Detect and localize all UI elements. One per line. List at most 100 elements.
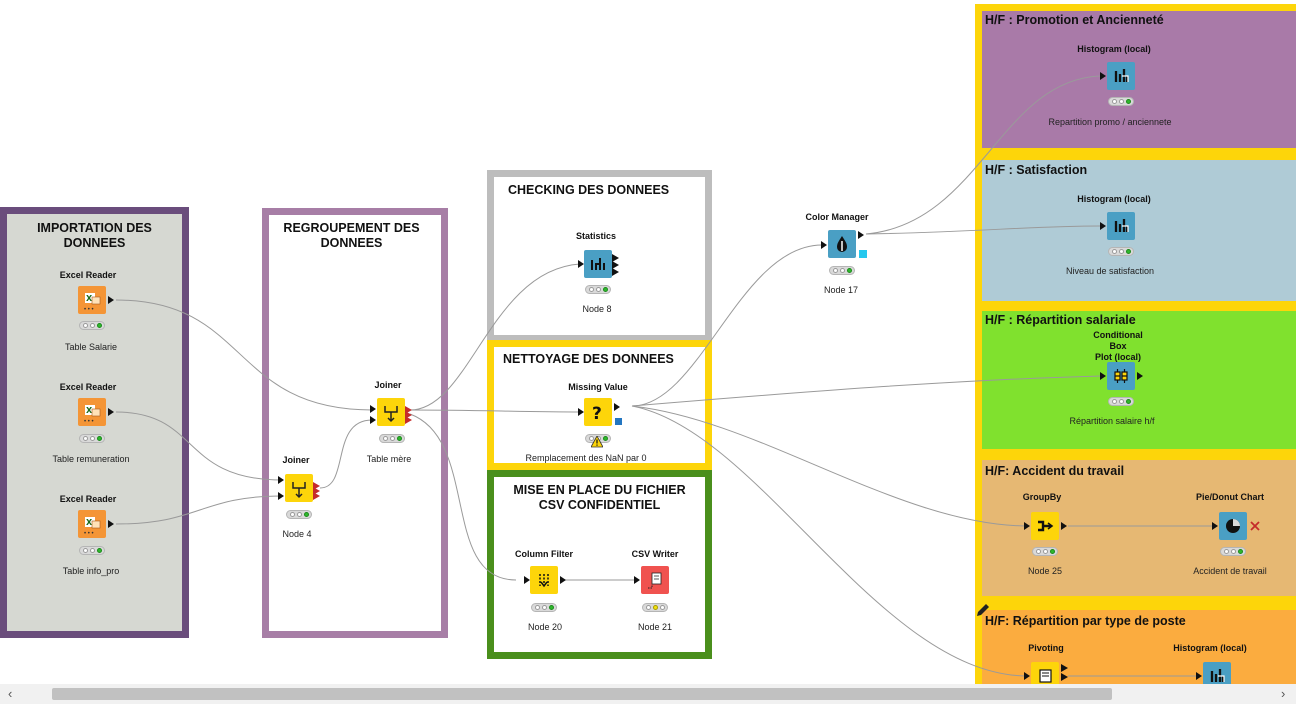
in-port[interactable] [634,576,640,584]
histogram-icon[interactable] [1107,62,1135,90]
node-type-label: Pie/Donut Chart [1195,492,1265,502]
in-port[interactable] [821,241,827,249]
annotation-title: H/F: Accident du travail [985,464,1125,478]
node-type-label: Excel Reader [59,270,117,280]
csv-writer-icon[interactable] [641,566,669,594]
out-port[interactable] [108,296,114,304]
out-port[interactable] [108,520,114,528]
status-indicator [531,603,557,612]
scrollbar-thumb[interactable] [52,688,1112,700]
inactive-out-port-icon[interactable] [1249,520,1261,532]
annotation-title: MISE EN PLACE DU FICHIER CSV CONFIDENTIE… [513,483,686,512]
box-plot-icon[interactable] [1107,362,1135,390]
color-manager-icon[interactable] [828,230,856,258]
out-port[interactable] [560,576,566,584]
pivoting-icon[interactable] [1031,662,1059,684]
node-label: Repartition promo / anciennete [1048,117,1172,127]
multi-out-ports-icon[interactable] [612,250,622,278]
status-indicator [379,434,405,443]
svg-text:• • •: • • • [84,307,94,313]
status-indicator [642,603,668,612]
histogram-icon[interactable] [1203,662,1231,684]
annotation-salariale[interactable]: H/F : Répartition salariale [975,304,1296,456]
joiner-icon[interactable] [285,474,313,502]
in-port[interactable] [578,260,584,268]
statistics-icon[interactable] [584,250,612,278]
status-indicator [585,285,611,294]
out-port[interactable] [614,403,620,411]
in-port[interactable] [1212,522,1218,530]
in-port[interactable] [1024,672,1030,680]
node-type-label: Histogram (local) [1173,643,1247,653]
scroll-left-arrow-icon[interactable]: ‹ [8,686,13,701]
in-port[interactable] [524,576,530,584]
annotation-importation[interactable]: IMPORTATION DES DONNEES [0,207,189,638]
status-indicator [79,546,105,555]
status-indicator [1032,547,1058,556]
in-port[interactable] [1024,522,1030,530]
horizontal-scrollbar[interactable]: ‹ › [0,684,1296,704]
out-port[interactable] [1137,372,1143,380]
annotation-title: H/F : Promotion et Ancienneté [985,13,1164,27]
out-port[interactable] [108,408,114,416]
node-label: Table mère [366,454,412,464]
scroll-right-arrow-icon[interactable]: › [1281,686,1286,701]
node-label: Node 4 [282,529,312,539]
in-port[interactable] [578,408,584,416]
svg-text:• • •: • • • [84,419,94,425]
annotation-csv[interactable]: MISE EN PLACE DU FICHIER CSV CONFIDENTIE… [487,470,712,659]
model-out-port[interactable] [615,418,622,425]
status-indicator [1108,397,1134,406]
svg-text:?: ? [592,404,602,424]
svg-text:X: X [86,294,93,303]
column-filter-icon[interactable] [530,566,558,594]
in-port[interactable] [370,416,376,424]
pencil-icon[interactable] [975,602,991,618]
svg-text:X: X [86,406,93,415]
multi-out-ports-icon[interactable] [1061,662,1071,684]
node-label: Accident de travail [1193,566,1267,576]
annotation-title: H/F : Répartition salariale [985,313,1136,327]
node-type-label: CSV Writer [631,549,679,559]
out-port[interactable] [1061,522,1067,530]
in-port[interactable] [1100,372,1106,380]
node-label: Node 21 [637,622,673,632]
in-port[interactable] [278,492,284,500]
annotation-poste[interactable]: H/F: Répartition par type de poste [975,603,1296,684]
annotation-promotion[interactable]: H/F : Promotion et Ancienneté [975,4,1296,155]
joiner-out-ports-icon[interactable] [405,398,421,426]
histogram-icon[interactable] [1107,212,1135,240]
status-indicator [79,321,105,330]
connection-links [115,75,1214,677]
status-indicator [79,434,105,443]
node-type-label: Column Filter [515,549,573,559]
excel-reader-icon[interactable]: X• • • [78,510,106,538]
excel-reader-icon[interactable]: X • • • [78,286,106,314]
status-indicator [1108,247,1134,256]
workflow-canvas[interactable]: IMPORTATION DES DONNEES REGROUPEMENT DES… [0,0,1296,684]
in-port[interactable] [1100,72,1106,80]
node-label: Node 17 [823,285,859,295]
joiner-icon[interactable] [377,398,405,426]
in-port[interactable] [370,405,376,413]
node-type-label: Missing Value [568,382,628,392]
node-type-label: Histogram (local) [1077,194,1151,204]
excel-reader-icon[interactable]: X • • • [78,398,106,426]
node-label: Node 8 [582,304,612,314]
in-port[interactable] [278,476,284,484]
groupby-icon[interactable] [1031,512,1059,540]
pie-chart-icon[interactable] [1219,512,1247,540]
missing-value-icon[interactable]: ? [584,398,612,426]
svg-text:• • •: • • • [84,531,94,537]
in-port[interactable] [1100,222,1106,230]
out-port[interactable] [858,231,864,239]
color-out-port[interactable] [859,250,867,258]
node-label: Table Salarie [64,342,118,352]
in-port[interactable] [1196,672,1202,680]
status-indicator [1220,547,1246,556]
annotation-regroupement[interactable]: REGROUPEMENT DES DONNEES [262,208,448,638]
annotation-title: CHECKING DES DONNEES [508,183,670,197]
joiner-out-ports-icon[interactable] [313,474,329,502]
node-type-label: Excel Reader [59,382,117,392]
node-type-label: Conditional Box Plot (local) [1093,330,1143,362]
